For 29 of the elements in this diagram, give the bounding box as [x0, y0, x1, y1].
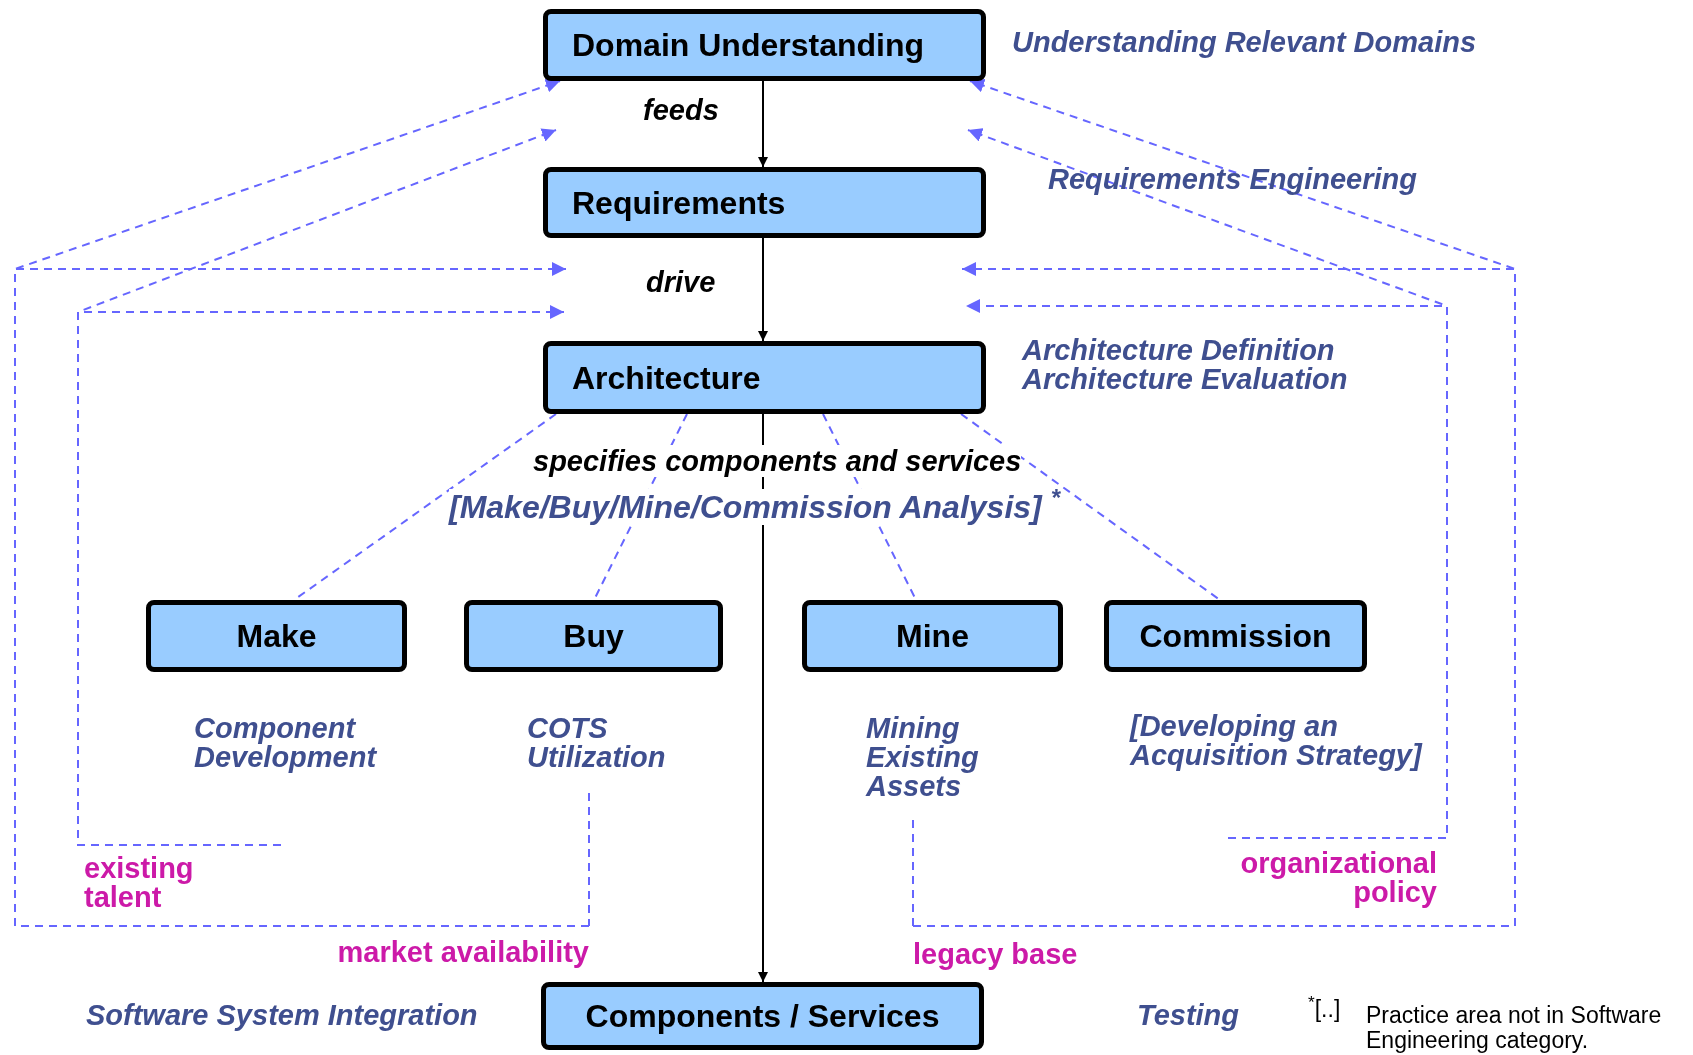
process-box: Domain Understanding [543, 9, 986, 81]
influence-label: existing talent [78, 845, 281, 915]
influence-label: organizational policy [1228, 838, 1447, 914]
process-box: Make [146, 600, 407, 672]
practice-area-label: Mining Existing Assets [866, 714, 980, 801]
process-box: Components / Services [541, 982, 984, 1050]
practice-area-label: Architecture Evaluation [1022, 365, 1349, 394]
process-box: Mine [802, 600, 1063, 672]
influence-label: market availability [325, 926, 589, 972]
arrow [758, 237, 768, 342]
practice-area-label: Testing [1137, 1000, 1241, 1031]
process-box: Commission [1104, 600, 1367, 672]
edge-label: specifies components and services [533, 445, 1022, 477]
analysis-label: [Make/Buy/Mine/Commission Analysis] $^{*}$ [449, 489, 1060, 525]
footnote-text: Practice area not in Software Engineering category. [1366, 1003, 1663, 1053]
practice-area-label: Understanding Relevant Domains [1012, 28, 1478, 57]
practice-area-label: Software System Integration [86, 1000, 479, 1031]
arrow [758, 80, 768, 168]
process-box: Buy [464, 600, 723, 672]
footnote-text: $^{*}$[..] [1308, 997, 1342, 1022]
process-box: Requirements [543, 167, 986, 238]
influence-label: legacy base [913, 926, 1103, 972]
practice-area-label: Architecture Definition [1022, 336, 1336, 365]
arrow [758, 413, 768, 983]
practice-area-label: Component Development [194, 714, 378, 772]
practice-area-label: Requirements Engineering [1048, 165, 1418, 194]
practice-area-label: COTS Utilization [527, 714, 667, 772]
process-box: Architecture [543, 341, 986, 414]
practice-area-label: [Developing an Acquisition Strategy] [1130, 712, 1424, 770]
